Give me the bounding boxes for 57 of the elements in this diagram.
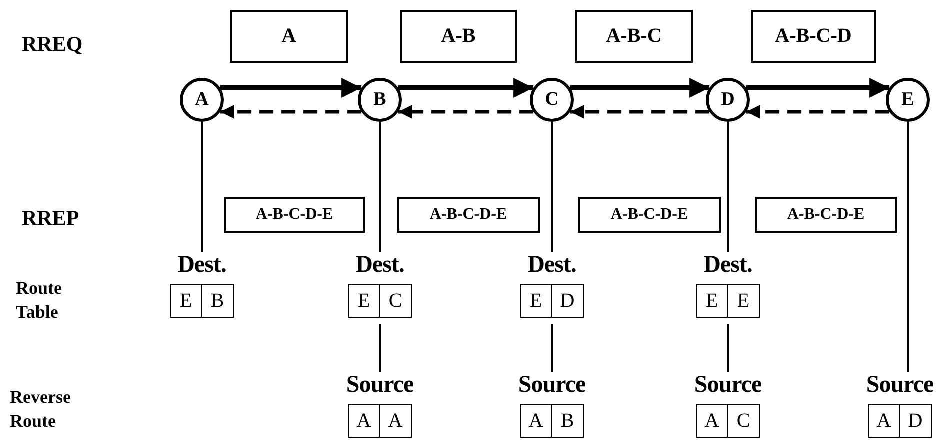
packet-box: A-B-C-D-E: [397, 197, 540, 233]
packet-box: A-B-C-D-E: [224, 197, 365, 233]
connector-line: [201, 122, 203, 252]
table-cell: A: [696, 404, 728, 438]
packet-box: A-B-C: [575, 10, 693, 63]
packet-box: A-B-C-D-E: [578, 197, 721, 233]
table-cell: D: [900, 404, 932, 438]
connector-line: [551, 122, 553, 252]
row-label: RREQ: [22, 32, 83, 56]
node-circle: D: [706, 78, 750, 122]
node-circle: B: [358, 78, 402, 122]
arrow: [398, 105, 534, 119]
table-cell: E: [170, 284, 202, 318]
table-cell: A: [380, 404, 412, 438]
connector-line: [907, 122, 909, 372]
arrow: [220, 105, 362, 119]
table-cell: B: [552, 404, 584, 438]
table-heading: Source: [346, 372, 414, 398]
row-label: RREP: [22, 206, 80, 230]
row-label: Reverse Route: [10, 386, 72, 433]
table-cell: C: [380, 284, 412, 318]
packet-box: A-B: [400, 10, 517, 63]
connector-line: [379, 324, 381, 372]
node-circle: C: [530, 78, 574, 122]
table-cell: C: [728, 404, 760, 438]
arrow: [570, 105, 710, 119]
table-cell: E: [348, 284, 380, 318]
table-cell: E: [728, 284, 760, 318]
table-cell: A: [348, 404, 380, 438]
connector-line: [551, 324, 553, 372]
table-heading: Dest.: [178, 252, 226, 278]
arrow: [746, 78, 890, 98]
table-heading: Dest.: [704, 252, 752, 278]
packet-box: A: [230, 10, 348, 63]
table-heading: Dest.: [528, 252, 576, 278]
arrow: [398, 78, 534, 98]
table-heading: Source: [518, 372, 586, 398]
table-cell: B: [202, 284, 234, 318]
connector-line: [379, 122, 381, 252]
table-cell: A: [868, 404, 900, 438]
arrow: [570, 78, 710, 98]
table-cell: E: [520, 284, 552, 318]
table-cell: A: [520, 404, 552, 438]
connector-line: [727, 122, 729, 252]
table-heading: Source: [694, 372, 762, 398]
table-heading: Dest.: [356, 252, 404, 278]
row-label: Route Table: [16, 277, 63, 324]
packet-box: A-B-C-D-E: [755, 197, 897, 233]
node-circle: A: [180, 78, 224, 122]
table-cell: E: [696, 284, 728, 318]
packet-box: A-B-C-D: [751, 10, 876, 63]
arrow: [746, 105, 890, 119]
node-circle: E: [886, 78, 930, 122]
table-cell: D: [552, 284, 584, 318]
connector-line: [727, 324, 729, 372]
arrow: [220, 78, 362, 98]
table-heading: Source: [866, 372, 934, 398]
